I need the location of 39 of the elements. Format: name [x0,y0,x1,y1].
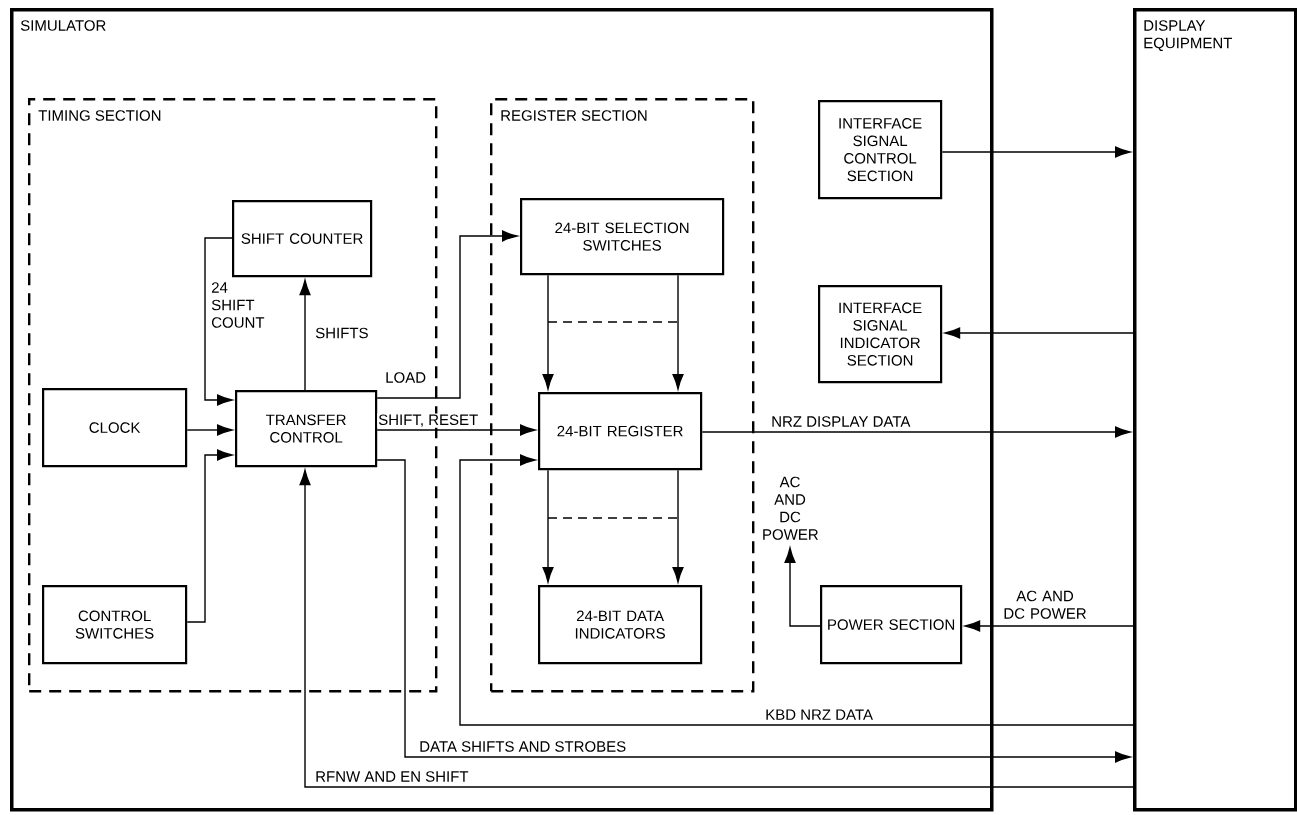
edge-label: SHIFTS [314,326,370,340]
arrow [964,620,1134,632]
block-box: 24-BIT DATA INDICATORS [538,585,703,665]
edge-label: LOAD [384,371,428,384]
arrow [944,327,1134,339]
edge-label: SHIFT, RESET [377,413,480,428]
block-box: INTERFACE SIGNAL CONTROL SECTION [818,100,943,200]
system-box: DISPLAY EQUIPMENT [1133,8,1297,812]
edge-label: RFNW AND EN SHIFT [314,770,470,783]
edge-label: AC AND DC POWER [761,475,819,541]
edge-label: AC AND DC POWER [998,589,1092,620]
arrow [376,424,536,436]
arrow [186,449,233,623]
block-box: CONTROL SWITCHES [42,585,188,665]
arrow [672,469,684,583]
arrow [376,459,1131,763]
block-box: 24-BIT REGISTER [538,392,703,471]
arrow [204,237,233,406]
edge-label: NRZ DISPLAY DATA [770,415,912,428]
arrow [784,547,821,627]
arrow [299,279,311,391]
block-box: POWER SECTION [820,585,963,665]
edge-label: 24 SHIFT COUNT [210,281,275,329]
edge-label: KBD NRZ DATA [764,708,874,721]
block-box: TRANSFER CONTROL [235,390,378,468]
block-box: CLOCK [42,388,188,468]
arrow [376,230,518,399]
block-box: 24-BIT SELECTION SWITCHES [520,198,725,276]
arrow [672,274,684,390]
arrow [542,469,554,583]
arrow [459,454,1134,726]
arrow [542,274,554,390]
arrow [701,426,1131,438]
edge-label: DATA SHIFTS AND STROBES [418,740,628,753]
arrow [941,146,1131,158]
block-box: INTERFACE SIGNAL INDICATOR SECTION [818,285,943,384]
arrow [299,469,1134,788]
block-box: SHIFT COUNTER [232,200,373,278]
arrow [186,424,233,436]
